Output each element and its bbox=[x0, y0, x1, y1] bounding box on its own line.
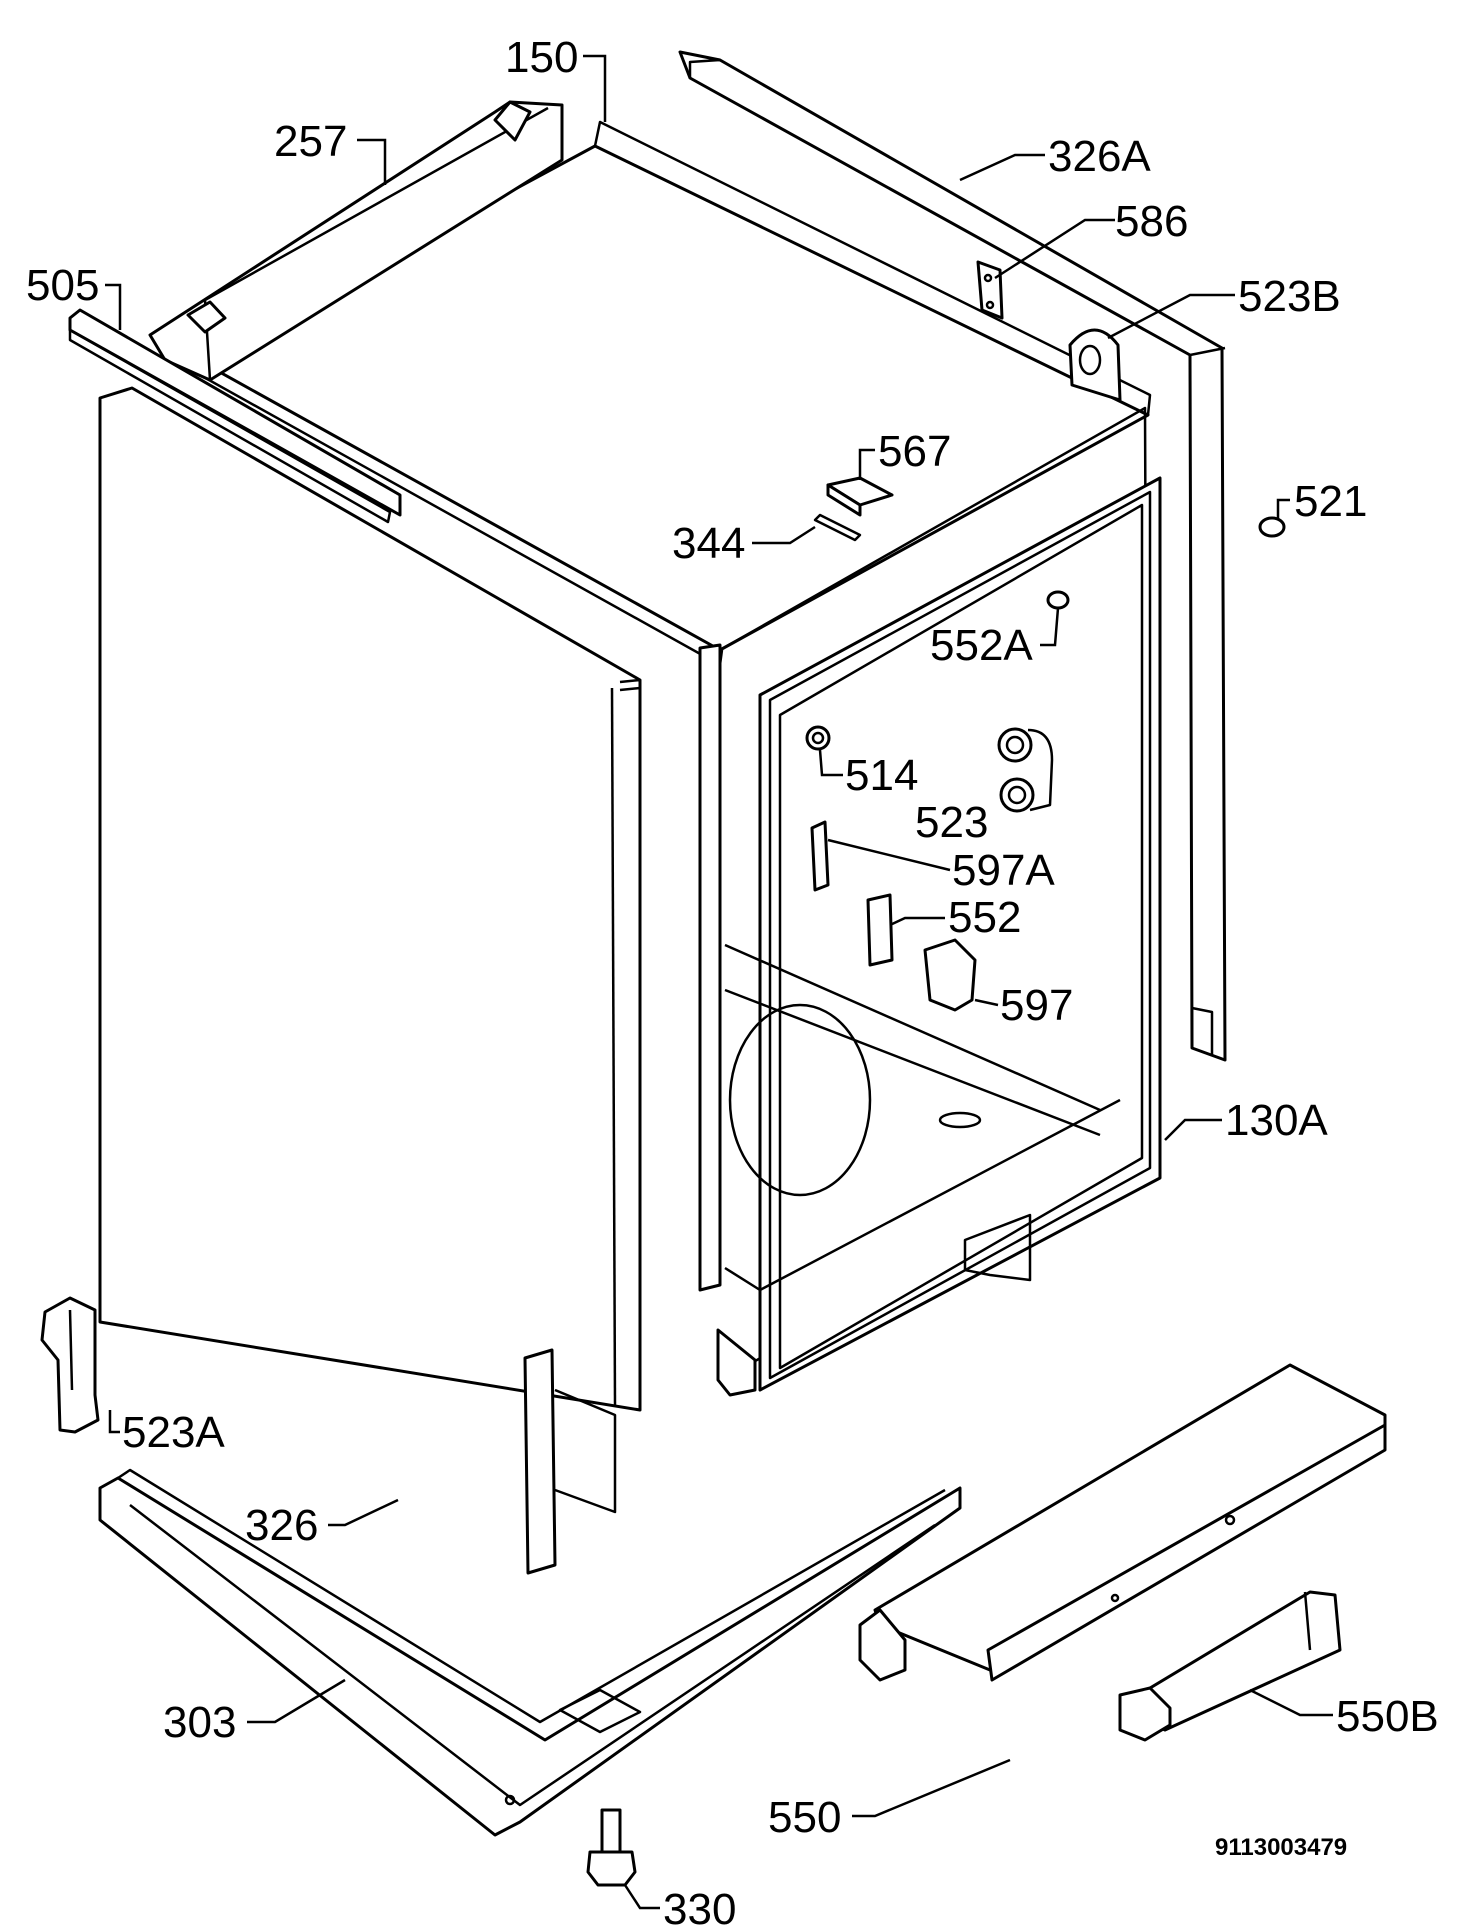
leader-550b bbox=[1249, 1688, 1333, 1717]
leader-597 bbox=[974, 998, 999, 1007]
part-cabinet-interior bbox=[724, 943, 1121, 1292]
part-clip-567 bbox=[826, 476, 894, 517]
part-toe-kick-550 bbox=[858, 1363, 1387, 1682]
leader-326a bbox=[959, 153, 1045, 182]
leader-552a bbox=[1040, 607, 1060, 647]
leader-567 bbox=[858, 448, 875, 480]
leader-586 bbox=[994, 218, 1115, 280]
leader-597a bbox=[827, 838, 951, 872]
callout-150: 150 bbox=[505, 33, 578, 82]
part-toe-kick-bracket-550b bbox=[1118, 1590, 1342, 1742]
leader-505 bbox=[105, 283, 122, 330]
leader-344 bbox=[752, 525, 816, 545]
callout-597a: 597A bbox=[952, 846, 1055, 895]
leader-523b bbox=[1107, 293, 1235, 340]
part-screw-521 bbox=[1258, 516, 1286, 538]
callout-597: 597 bbox=[1000, 981, 1073, 1030]
part-rail-552 bbox=[866, 893, 894, 967]
callout-552a: 552A bbox=[930, 621, 1033, 670]
part-bracket-586 bbox=[976, 260, 1004, 320]
callout-303: 303 bbox=[163, 1698, 236, 1747]
callout-523b: 523B bbox=[1238, 272, 1341, 321]
part-plug-514 bbox=[805, 725, 831, 751]
callout-130a: 130A bbox=[1225, 1096, 1328, 1145]
callout-523: 523 bbox=[915, 798, 988, 847]
document-number: 9113003479 bbox=[1215, 1834, 1347, 1861]
leader-326 bbox=[328, 1498, 399, 1527]
part-corner-bracket-523a bbox=[40, 1296, 100, 1434]
part-rear-panel-326a bbox=[678, 50, 1227, 1062]
callout-550b: 550B bbox=[1336, 1692, 1439, 1741]
leader-521 bbox=[1276, 498, 1290, 520]
part-adjustable-foot-330 bbox=[586, 1808, 637, 1887]
callout-567: 567 bbox=[878, 427, 951, 476]
leader-330 bbox=[623, 1884, 660, 1910]
part-spring-344 bbox=[813, 513, 862, 542]
callout-552: 552 bbox=[948, 893, 1021, 942]
part-frame-strip-505 bbox=[68, 308, 402, 524]
callout-344: 344 bbox=[672, 519, 745, 568]
part-side-panel-326 bbox=[98, 386, 642, 1575]
callout-labels: 150 257 326A 586 523B 505 567 344 521 55… bbox=[26, 33, 1439, 1925]
part-screw-552a bbox=[1046, 590, 1070, 610]
leader-130a bbox=[1164, 1118, 1222, 1141]
callout-326a: 326A bbox=[1048, 132, 1151, 181]
leader-257 bbox=[357, 138, 387, 185]
part-door-frame-130a bbox=[758, 476, 1162, 1392]
part-hinge-523 bbox=[997, 727, 1054, 813]
callout-521: 521 bbox=[1294, 477, 1367, 526]
part-top-strip-257 bbox=[148, 100, 564, 382]
callout-523a: 523A bbox=[122, 1408, 225, 1457]
leader-303 bbox=[247, 1678, 346, 1724]
leader-552 bbox=[889, 916, 945, 927]
callout-330: 330 bbox=[663, 1885, 736, 1925]
part-guide-597a bbox=[810, 820, 830, 892]
leader-lines bbox=[105, 54, 1333, 1910]
callout-257: 257 bbox=[274, 117, 347, 166]
part-base-frame-303 bbox=[98, 1468, 962, 1837]
leader-550 bbox=[852, 1758, 1011, 1818]
callout-586: 586 bbox=[1115, 197, 1188, 246]
callout-505: 505 bbox=[26, 261, 99, 310]
callout-514: 514 bbox=[845, 751, 918, 800]
leader-514 bbox=[818, 749, 843, 777]
leader-150 bbox=[583, 54, 607, 122]
callout-550: 550 bbox=[768, 1793, 841, 1842]
callout-326: 326 bbox=[245, 1501, 318, 1550]
part-latch-597 bbox=[923, 938, 977, 1012]
part-hinge-cap-523b bbox=[1068, 328, 1122, 402]
leader-523a bbox=[108, 1410, 120, 1434]
